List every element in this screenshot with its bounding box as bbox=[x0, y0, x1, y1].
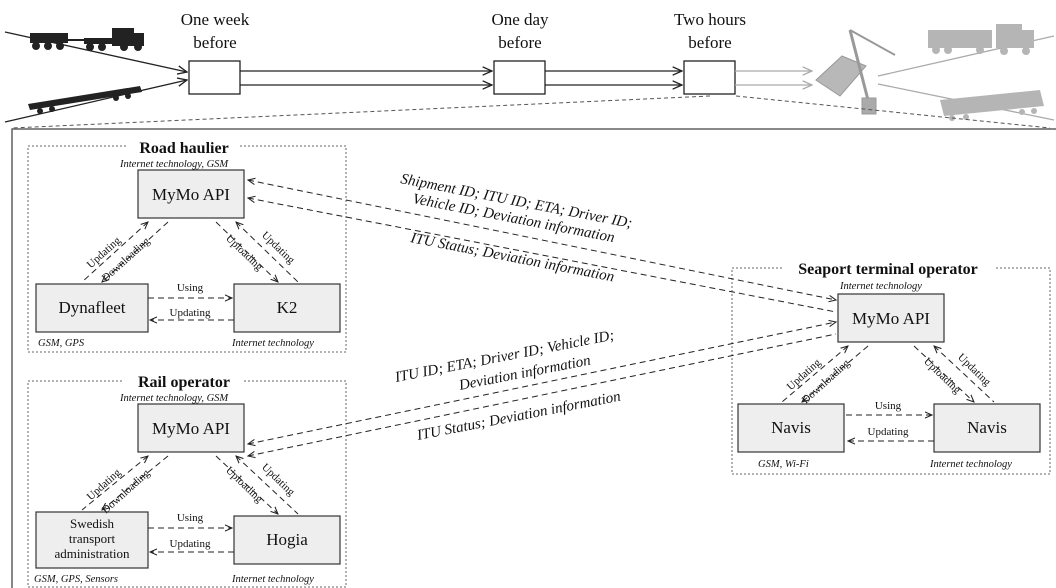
seaport-tech: Internet technology bbox=[839, 281, 922, 292]
swedish-transport-tech: GSM, GPS, Sensors bbox=[34, 574, 118, 585]
hogia-label: Hogia bbox=[266, 530, 308, 549]
stage-label-one-week-line1: One week bbox=[181, 10, 250, 29]
rh-edge-updating-bottom: Updating bbox=[170, 307, 211, 319]
navis-right-tech: Internet technology bbox=[929, 459, 1012, 470]
rh-edge-updating-right: Updating bbox=[259, 229, 297, 266]
flow-road-to-port bbox=[248, 180, 836, 300]
stage-box-one-week bbox=[188, 60, 241, 95]
seaport-api-label: MyMo API bbox=[852, 309, 930, 328]
k2-label: K2 bbox=[277, 298, 298, 317]
road-haulier-tech: Internet technology, GSM bbox=[119, 159, 229, 170]
stage-label-one-day-line1: One day bbox=[491, 10, 549, 29]
dynafleet-box bbox=[35, 283, 149, 333]
rail-operator-api-label: MyMo API bbox=[152, 419, 230, 438]
truck-icon-faded bbox=[928, 24, 1034, 55]
sp-edge-using: Using bbox=[875, 400, 902, 412]
rail-operator-tech: Internet technology, GSM bbox=[119, 393, 229, 404]
navis-left-tech: GSM, Wi-Fi bbox=[758, 459, 809, 470]
ro-edge-uploading: Uploading bbox=[223, 464, 265, 505]
rail-wagon-icon-faded bbox=[940, 90, 1044, 121]
ro-edge-updating-bottom: Updating bbox=[170, 538, 211, 550]
crane-icon bbox=[815, 29, 896, 115]
stage-label-one-day-line2: before bbox=[498, 33, 541, 52]
rail-operator-title: Rail operator bbox=[138, 374, 230, 391]
stage-label-two-hours-line1: Two hours bbox=[674, 10, 746, 29]
seaport-api-box bbox=[837, 293, 945, 343]
stage-label-one-week-line2: before bbox=[193, 33, 236, 52]
road-haulier-api-box bbox=[137, 169, 245, 219]
hogia-box bbox=[233, 515, 341, 565]
ro-edge-using: Using bbox=[177, 512, 204, 524]
rail-wagon-icon bbox=[28, 86, 142, 114]
rh-edge-uploading: Uploading bbox=[223, 232, 265, 273]
stage-box-two-hours bbox=[683, 60, 736, 95]
rail-operator-panel: Rail operator Internet technology, GSM M… bbox=[27, 373, 347, 588]
detail-frame bbox=[11, 128, 1056, 588]
stage-box-one-day bbox=[493, 60, 546, 95]
hogia-tech: Internet technology bbox=[231, 574, 314, 585]
rh-edge-using: Using bbox=[177, 282, 204, 294]
navis-right-box bbox=[933, 403, 1041, 453]
ro-edge-updating-right: Updating bbox=[259, 461, 297, 498]
swedish-transport-label-line1: Swedish bbox=[70, 516, 115, 531]
truck-icon bbox=[30, 28, 144, 51]
sp-edge-updating-bottom: Updating bbox=[868, 426, 909, 438]
seaport-panel: Seaport terminal operator Internet techn… bbox=[731, 260, 1051, 475]
swedish-transport-box bbox=[35, 511, 149, 569]
swedish-transport-label-line2: transport bbox=[69, 531, 116, 546]
k2-tech: Internet technology bbox=[231, 338, 314, 349]
zoom-line-right bbox=[735, 95, 1051, 129]
flow-port-to-rail bbox=[248, 333, 837, 456]
road-haulier-panel: Road haulier Internet technology, GSM My… bbox=[27, 138, 347, 353]
swedish-transport-label-line3: administration bbox=[54, 546, 130, 561]
zoom-line-left bbox=[11, 95, 711, 129]
timeline: One week before One day before Two hours… bbox=[4, 10, 1055, 129]
msg-port-to-rail: ITU Status; Deviation information bbox=[415, 389, 622, 444]
stage-label-two-hours-line2: before bbox=[688, 33, 731, 52]
dynafleet-label: Dynafleet bbox=[58, 298, 125, 317]
rail-operator-api-box bbox=[137, 403, 245, 453]
navis-right-label: Navis bbox=[967, 418, 1007, 437]
flow-rail-to-port bbox=[248, 322, 836, 444]
dynafleet-tech: GSM, GPS bbox=[38, 338, 85, 349]
road-haulier-title: Road haulier bbox=[139, 140, 228, 157]
seaport-title: Seaport terminal operator bbox=[798, 261, 978, 278]
navis-left-label: Navis bbox=[771, 418, 811, 437]
road-haulier-api-label: MyMo API bbox=[152, 185, 230, 204]
